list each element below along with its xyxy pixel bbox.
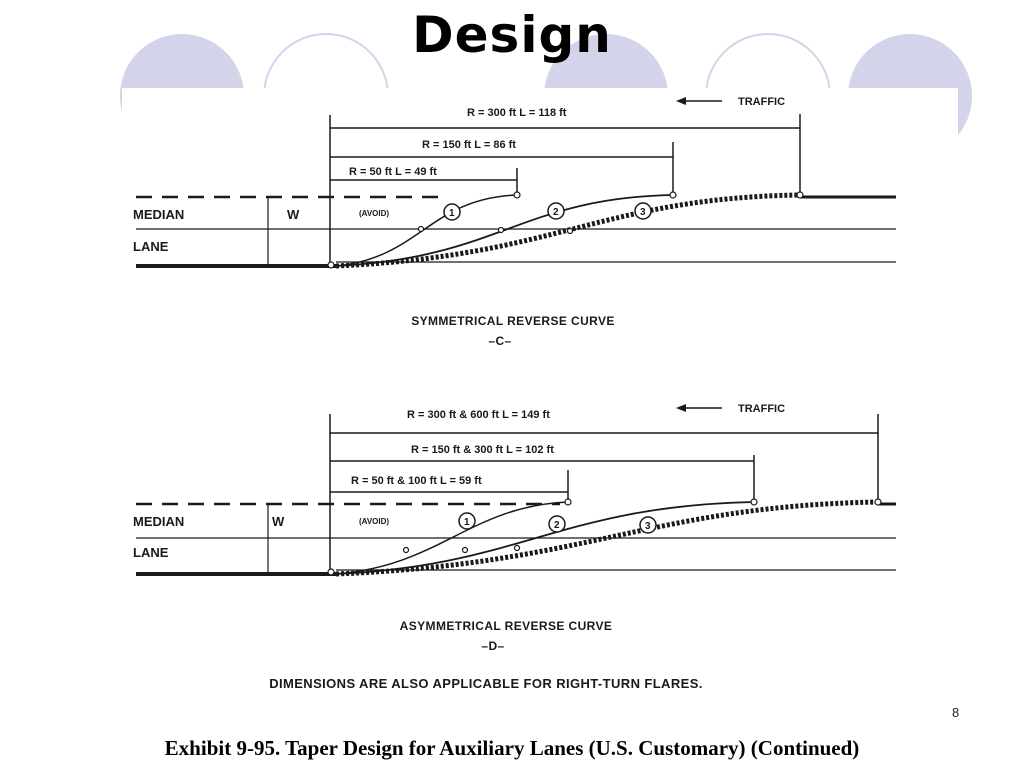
asymmetrical-caption: ASYMMETRICAL REVERSE CURVE	[400, 619, 613, 633]
lane-label: LANE	[133, 239, 169, 254]
curve-2-number: 2	[553, 207, 559, 218]
symmetrical-letter: –C–	[488, 334, 511, 348]
page-number: 8	[952, 705, 960, 720]
avoid-label: (AVOID)	[359, 209, 389, 218]
point-mid-2	[497, 226, 505, 234]
dim-label-150-300: R = 150 ft & 300 ft L = 102 ft	[411, 444, 554, 456]
dim-label-300: R = 300 ft L = 118 ft	[467, 107, 567, 119]
point-start	[327, 261, 335, 269]
curve-3	[335, 499, 879, 577]
curve-1	[335, 194, 518, 267]
curve-1-number: 1	[464, 517, 470, 528]
point-mid-3	[513, 544, 521, 552]
lane-label: LANE	[133, 545, 169, 560]
point-end-2	[669, 191, 677, 199]
point-mid-2	[461, 546, 469, 554]
dim-label-300-600: R = 300 ft & 600 ft L = 149 ft	[407, 409, 550, 421]
traffic-label: TRAFFIC	[738, 96, 785, 108]
traffic-arrow-head	[676, 97, 686, 105]
curve-1-marker	[443, 203, 461, 221]
dim-label-150: R = 150 ft L = 86 ft	[422, 139, 516, 151]
diagram-symmetrical	[136, 97, 896, 269]
curve-3-marker	[639, 516, 657, 534]
median-label: MEDIAN	[133, 207, 184, 222]
curve-2-marker	[547, 202, 565, 220]
median-label: MEDIAN	[133, 514, 184, 529]
figure-background	[122, 88, 958, 700]
avoid-label: (AVOID)	[359, 517, 389, 526]
asymmetrical-letter: –D–	[481, 639, 504, 653]
point-end-3	[874, 498, 882, 506]
slide-title: Design	[412, 6, 612, 64]
traffic-label: TRAFFIC	[738, 403, 785, 415]
point-start	[327, 568, 335, 576]
point-end-3	[796, 191, 804, 199]
diagram-symmetrical-labels: R = 300 ft L = 118 ft R = 150 ft L = 86 …	[133, 96, 785, 348]
curve-2-marker	[548, 515, 566, 533]
dim-label-50-100: R = 50 ft & 100 ft L = 59 ft	[351, 475, 482, 487]
curve-2	[335, 501, 755, 575]
width-label: W	[272, 514, 285, 529]
flare-note: DIMENSIONS ARE ALSO APPLICABLE FOR RIGHT…	[269, 676, 703, 691]
point-end-1	[513, 191, 521, 199]
curve-3	[335, 192, 801, 269]
point-end-2	[750, 498, 758, 506]
curve-3-number: 3	[645, 521, 651, 532]
point-mid-1	[417, 225, 425, 233]
curve-1-marker	[458, 512, 476, 530]
diagram-asymmetrical	[136, 404, 896, 577]
curve-3-marker	[634, 202, 652, 220]
exhibit-caption: Exhibit 9-95. Taper Design for Auxiliary…	[164, 736, 860, 760]
curve-1-number: 1	[449, 208, 455, 219]
symmetrical-caption: SYMMETRICAL REVERSE CURVE	[411, 314, 615, 328]
diagram-asymmetrical-labels: R = 300 ft & 600 ft L = 149 ft R = 150 f…	[133, 403, 785, 653]
curve-2-number: 2	[554, 520, 560, 531]
traffic-arrow-head	[676, 404, 686, 412]
dim-label-50: R = 50 ft L = 49 ft	[349, 166, 437, 178]
curve-1	[335, 501, 569, 575]
point-mid-1	[402, 546, 410, 554]
point-mid-3	[566, 227, 574, 235]
width-label: W	[287, 207, 300, 222]
point-end-1	[564, 498, 572, 506]
curve-3-number: 3	[640, 207, 646, 218]
curve-2	[335, 194, 674, 267]
